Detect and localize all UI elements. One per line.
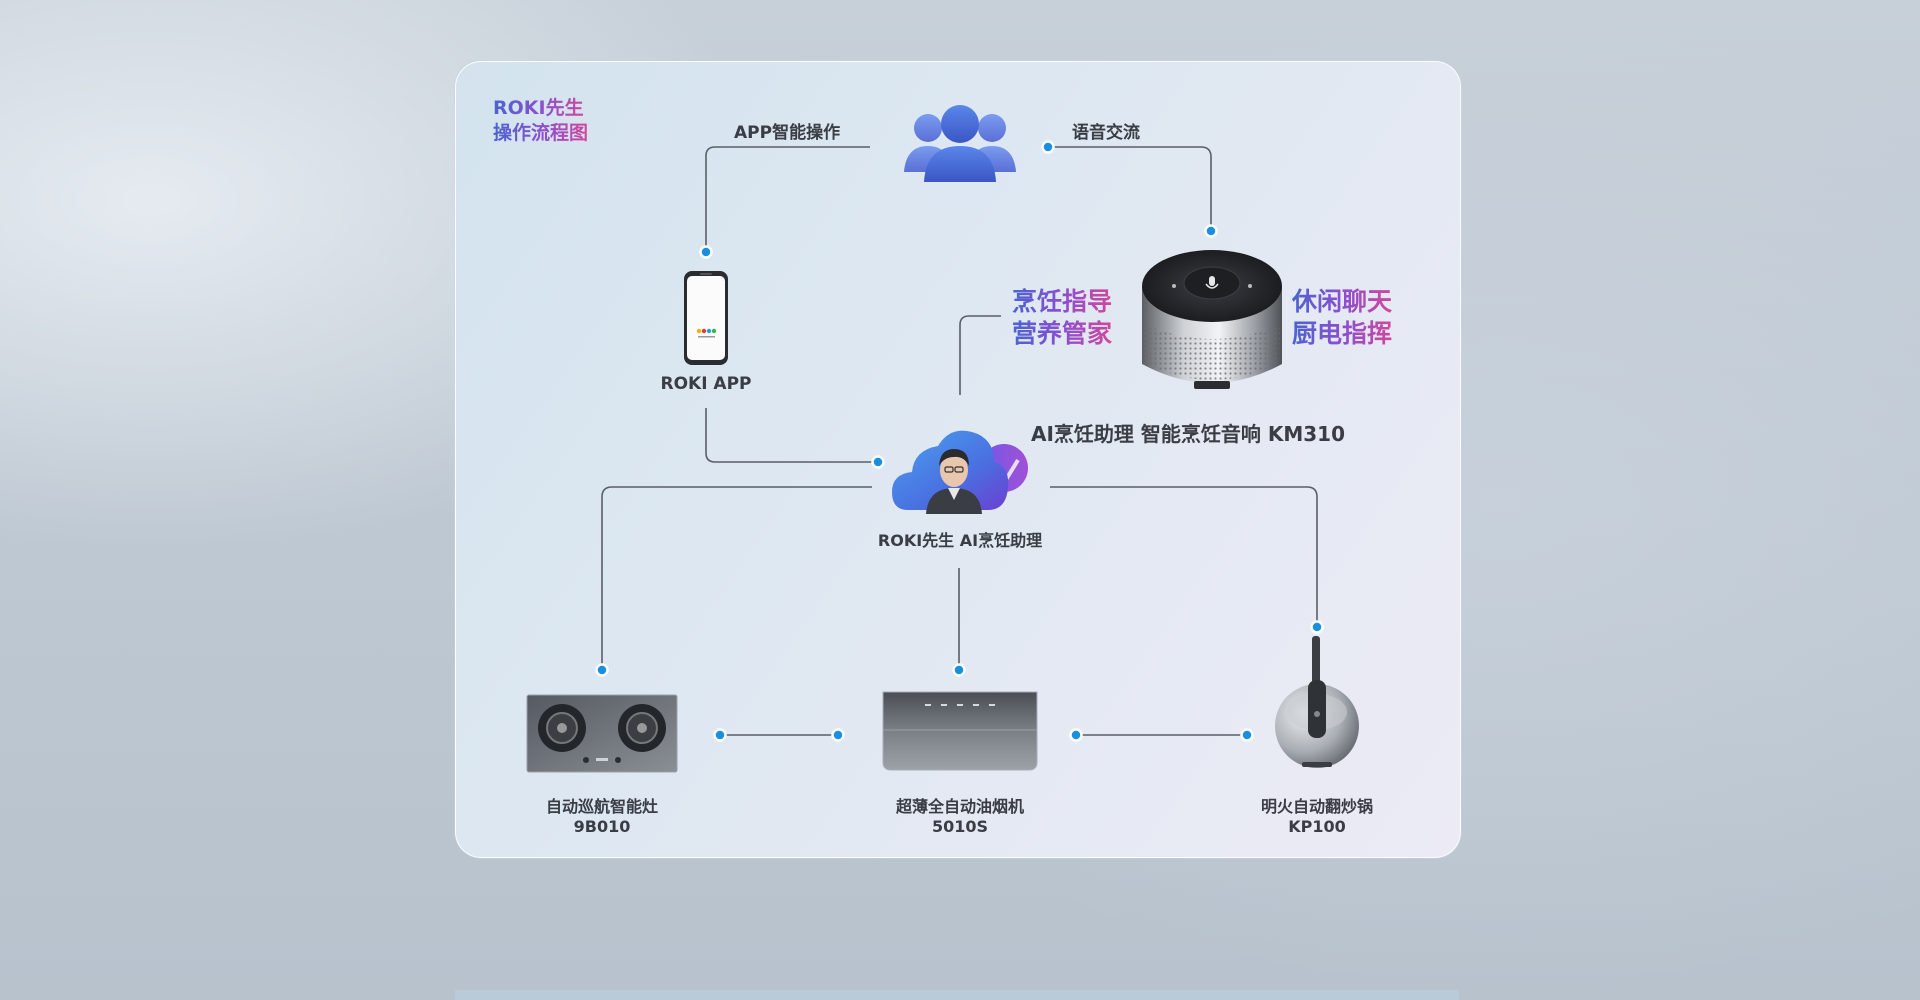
device-name-pot: 明火自动翻炒锅: [1260, 797, 1374, 816]
speaker-feature-cooking-guide: 烹饪指导: [1012, 287, 1113, 316]
users-icon: [904, 105, 1016, 182]
title-line-2: 操作流程图: [493, 122, 589, 144]
speaker-feature-appliance-control: 厨电指挥: [1292, 319, 1393, 348]
speaker-feature-nutrition: 营养管家: [1012, 319, 1113, 348]
device-model-hood: 5010S: [931, 817, 989, 836]
ai-assistant-cloud-icon: [892, 430, 1028, 514]
assistant-label: ROKI先生 AI烹饪助理: [877, 531, 1043, 550]
app-label: ROKI APP: [660, 374, 752, 394]
device-model-stove: 9B010: [573, 817, 631, 836]
range-hood-icon: [882, 691, 1038, 771]
device-name-hood: 超薄全自动油烟机: [895, 797, 1025, 816]
gas-stove-icon: [526, 694, 678, 773]
speaker-feature-chat: 休闲聊天: [1292, 287, 1393, 316]
diagram-title: ROKI先生 操作流程图: [493, 96, 588, 146]
stir-fry-pot-icon: [1275, 636, 1359, 768]
speaker-caption: AI烹饪助理 智能烹饪音响 KM310: [1031, 422, 1345, 446]
title-line-1: ROKI先生: [493, 96, 588, 121]
device-model-pot: KP100: [1288, 817, 1346, 836]
device-name-stove: 自动巡航智能灶: [545, 797, 659, 816]
phone-icon: [684, 271, 728, 365]
smart-speaker-icon: [1142, 250, 1282, 389]
bottom-strip: [455, 990, 1459, 1000]
edge-label-voice: 语音交流: [1072, 123, 1140, 143]
edge-label-app-control: APP智能操作: [734, 123, 841, 143]
